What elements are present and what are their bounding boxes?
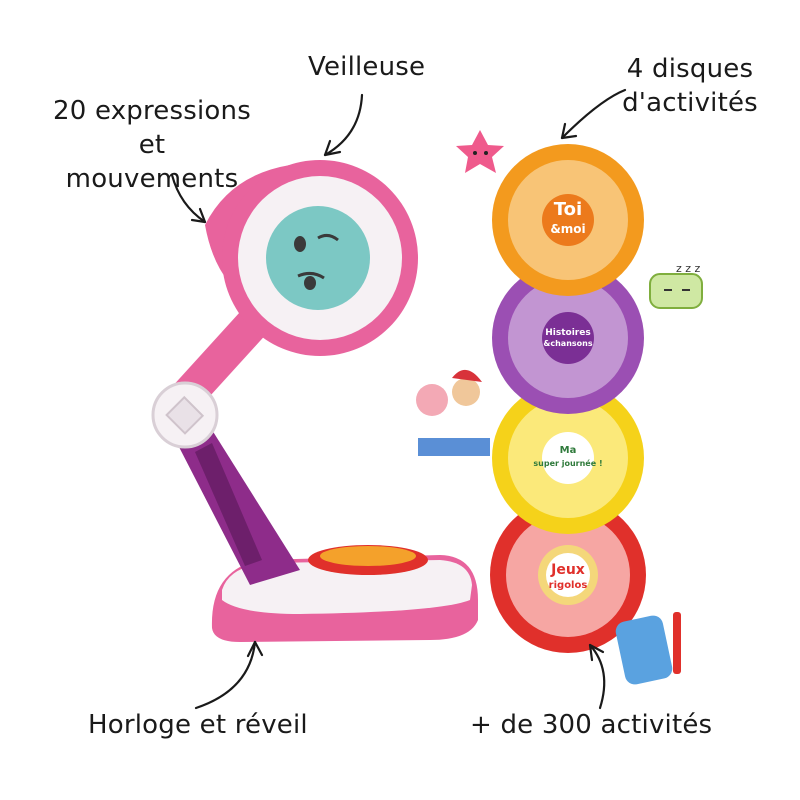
characters-sticker <box>416 369 490 456</box>
arrow-disques <box>560 88 627 140</box>
label-disques-line2: d'activités <box>622 88 758 118</box>
label-disques-line1: 4 disques <box>626 54 754 84</box>
arrow-activites <box>588 643 606 710</box>
arrow-veilleuse <box>323 93 364 157</box>
disc-jeux-rigolos <box>490 497 646 653</box>
disc-1-subtitle: &moi <box>550 222 585 236</box>
arrow-horloge <box>194 640 257 710</box>
toothbrush-sticker <box>615 612 681 685</box>
disc-4-subtitle: rigolos <box>549 580 588 591</box>
disc-3-title: Ma <box>560 445 577 456</box>
label-expressions-line1: 20 expressions <box>53 96 251 126</box>
label-activites: + de 300 activités <box>470 710 713 740</box>
disc-toi-moi <box>492 144 644 296</box>
face-eye-left <box>294 236 306 252</box>
pillow-sticker <box>649 273 703 309</box>
label-veilleuse: Veilleuse <box>308 52 426 82</box>
lamp-head <box>205 160 418 356</box>
disc-2-subtitle: &chansons <box>543 339 592 348</box>
disc-1-title: Toi <box>554 199 582 220</box>
lamp-device <box>151 160 478 642</box>
activity-discs <box>490 144 646 653</box>
disc-histoires-chansons <box>492 262 644 414</box>
label-expressions-line2: et mouvements <box>65 130 239 194</box>
label-horloge: Horloge et réveil <box>88 710 308 740</box>
sleep-zzz: z z z <box>676 262 701 275</box>
disc-3-subtitle: super journée ! <box>533 458 602 468</box>
arrows <box>170 88 627 710</box>
arrow-expressions <box>170 173 207 224</box>
face-screen <box>266 206 370 310</box>
disc-4-title: Jeux <box>550 562 585 578</box>
label-expressions: 20 expressions et mouvements <box>52 94 252 196</box>
disc-2-title: Histoires <box>545 328 590 338</box>
star-sticker <box>456 130 504 173</box>
disc-ma-super-journee <box>492 382 644 534</box>
label-disques: 4 disques d'activités <box>615 52 765 120</box>
face-eye-wink <box>317 233 339 242</box>
